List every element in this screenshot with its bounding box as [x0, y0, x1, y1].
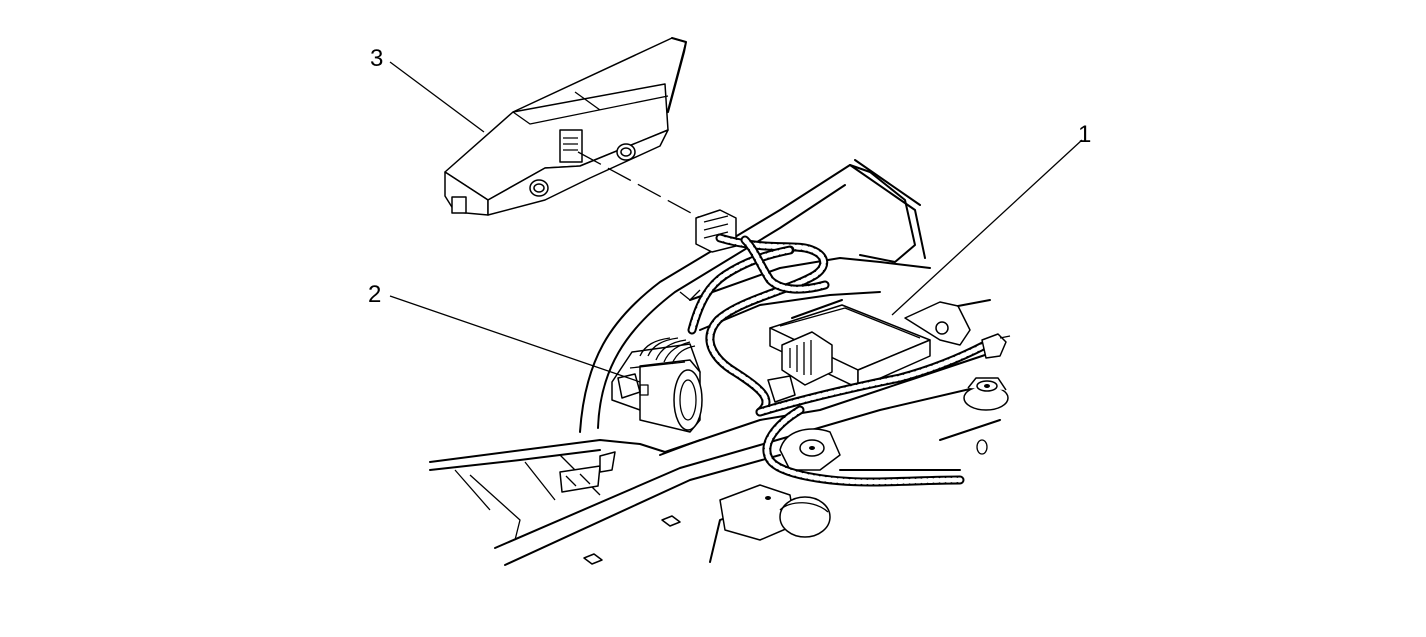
callout-2: 2: [368, 281, 381, 308]
component-3-housing: [444, 37, 687, 216]
leader-line-1: [891, 139, 1083, 316]
mating-connector: [695, 209, 737, 253]
vehicle-body-structure: [429, 159, 1009, 566]
callout-3: 3: [370, 45, 383, 72]
component-2-connector: [611, 337, 703, 433]
alignment-line: [577, 151, 705, 221]
leader-line-3: [389, 61, 485, 133]
leader-line-2: [389, 295, 641, 383]
wiring-harness: [687, 233, 1011, 487]
callout-1: 1: [1078, 121, 1091, 148]
